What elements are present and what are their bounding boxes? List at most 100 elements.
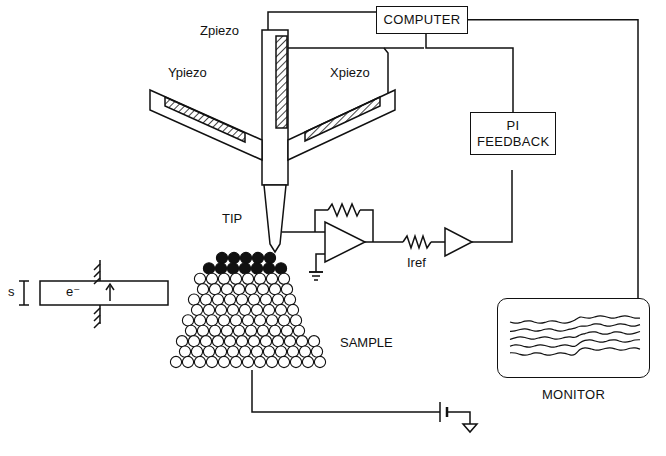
atom xyxy=(216,252,227,263)
atom xyxy=(239,304,250,315)
atom xyxy=(215,304,226,315)
atom xyxy=(275,346,286,357)
atom xyxy=(188,294,199,305)
atom xyxy=(266,315,277,326)
scan-trace xyxy=(510,340,640,347)
atom xyxy=(218,356,229,367)
part-label: TIP xyxy=(222,212,242,226)
amplifier xyxy=(445,228,472,256)
atom xyxy=(263,346,274,357)
node-label: COMPUTER xyxy=(383,12,461,28)
atom xyxy=(272,294,283,305)
process-box: PI FEEDBACK xyxy=(470,112,556,155)
atom xyxy=(290,315,301,326)
wire xyxy=(315,210,328,232)
atom xyxy=(215,346,226,357)
z-piezo-element xyxy=(276,36,287,128)
atom xyxy=(224,294,235,305)
atom xyxy=(296,336,307,347)
signal-label: Iref xyxy=(407,256,426,270)
atom xyxy=(215,263,226,274)
atom xyxy=(228,252,239,263)
tip xyxy=(264,185,286,252)
y-piezo-element xyxy=(165,97,245,142)
atom xyxy=(311,346,322,357)
atom xyxy=(290,356,301,367)
atom xyxy=(230,273,241,284)
atom xyxy=(200,294,211,305)
gap-dimension xyxy=(19,304,29,306)
atom xyxy=(299,346,310,357)
electron-arrow xyxy=(106,284,114,290)
node-label: PI FEEDBACK xyxy=(477,118,549,149)
part-label: Zpiezo xyxy=(200,24,239,38)
atom xyxy=(263,263,274,274)
atom xyxy=(242,356,253,367)
monitor-screen: MONITOR xyxy=(497,298,650,378)
atom xyxy=(240,252,251,263)
scan-trace xyxy=(510,331,640,339)
atom xyxy=(251,263,262,274)
atom xyxy=(284,294,295,305)
atom xyxy=(206,356,217,367)
atom xyxy=(227,263,238,274)
node-label: MONITOR xyxy=(498,387,649,403)
atom xyxy=(257,284,268,295)
atom xyxy=(188,336,199,347)
atom xyxy=(203,346,214,357)
atom xyxy=(254,356,265,367)
atom xyxy=(245,284,256,295)
atom xyxy=(278,315,289,326)
atom xyxy=(275,304,286,315)
atom xyxy=(209,284,220,295)
atom xyxy=(197,325,208,336)
atom xyxy=(260,294,271,305)
atom xyxy=(287,304,298,315)
atom xyxy=(239,346,250,357)
op-amp xyxy=(325,222,365,262)
part-label: Xpiezo xyxy=(330,66,370,80)
wire xyxy=(447,412,470,424)
atom xyxy=(242,315,253,326)
atom xyxy=(281,284,292,295)
atom xyxy=(191,346,202,357)
symbol-label: e⁻ xyxy=(66,285,80,299)
atom xyxy=(227,304,238,315)
atom xyxy=(200,336,211,347)
wire xyxy=(252,370,440,412)
resistor-symbol xyxy=(403,236,431,248)
atom xyxy=(242,273,253,284)
gap-dimension xyxy=(19,280,29,282)
atom xyxy=(252,252,263,263)
atom xyxy=(185,325,196,336)
wire xyxy=(316,254,325,272)
atom xyxy=(233,284,244,295)
atom xyxy=(266,356,277,367)
atom xyxy=(194,315,205,326)
atom xyxy=(254,315,265,326)
atom xyxy=(278,356,289,367)
atom xyxy=(230,315,241,326)
gap-dimension xyxy=(23,281,25,305)
monitor-traces xyxy=(510,316,640,355)
atom xyxy=(269,325,280,336)
ground-symbol xyxy=(309,272,323,280)
atom xyxy=(194,356,205,367)
atom xyxy=(221,284,232,295)
atom xyxy=(179,346,190,357)
atom xyxy=(257,325,268,336)
atom xyxy=(233,325,244,336)
resistor-symbol xyxy=(328,204,360,216)
atom xyxy=(203,304,214,315)
wall-hatch xyxy=(94,264,100,328)
atom xyxy=(254,273,265,284)
atom xyxy=(245,325,256,336)
process-box: COMPUTER xyxy=(376,6,468,34)
atom xyxy=(251,346,262,357)
atom xyxy=(170,356,181,367)
atom xyxy=(209,325,220,336)
wire xyxy=(431,241,445,243)
atom xyxy=(218,315,229,326)
atom xyxy=(176,336,187,347)
atom xyxy=(206,273,217,284)
